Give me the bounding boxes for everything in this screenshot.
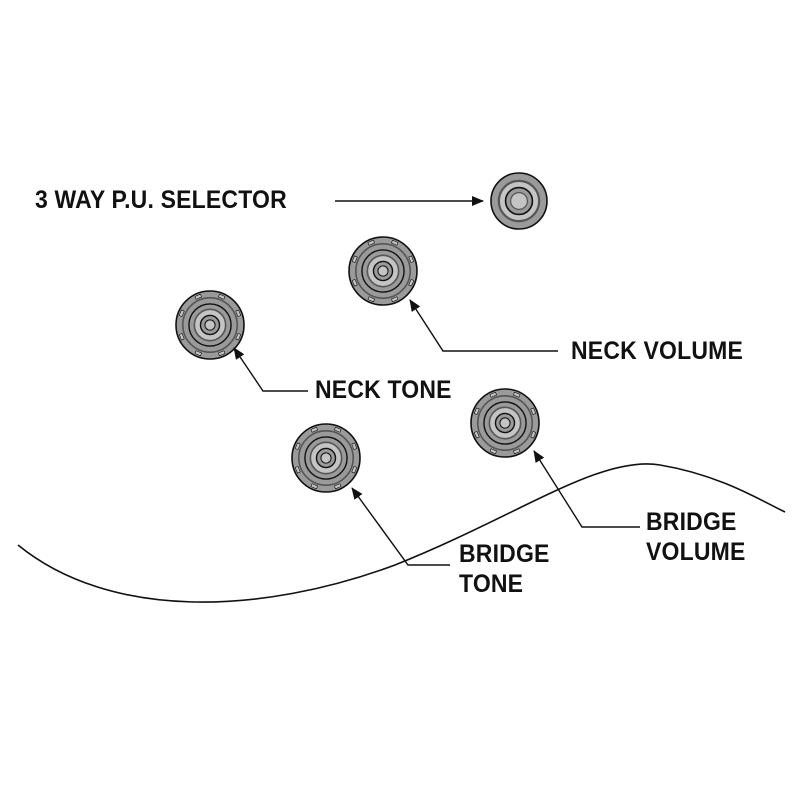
bridge-volume-leader	[533, 450, 640, 528]
neck-volume-leader	[409, 299, 558, 352]
selector-selector-switch-icon	[490, 172, 548, 230]
neck-tone-knob-icon	[175, 290, 245, 360]
guitar-body-outline	[17, 463, 786, 603]
neck-volume-label: NECK VOLUME	[571, 337, 743, 365]
bridge-volume-label-line1: BRIDGE	[646, 508, 737, 536]
bridge-volume-label: BRIDGE VOLUME	[646, 507, 746, 567]
bridge-tone-leader	[351, 487, 450, 566]
bridge-volume-knob-icon	[470, 388, 540, 458]
bridge-tone-knob-icon	[291, 423, 361, 493]
neck-volume-knob-icon	[348, 236, 418, 306]
bridge-tone-label: BRIDGE TONE	[459, 539, 550, 599]
bridge-tone-label-line1: BRIDGE	[459, 540, 550, 568]
neck-tone-label: NECK TONE	[315, 376, 452, 404]
neck-tone-leader	[233, 347, 308, 392]
bridge-tone-label-line2: TONE	[459, 570, 524, 598]
bridge-volume-label-line2: VOLUME	[646, 538, 746, 566]
selector-label: 3 WAY P.U. SELECTOR	[35, 186, 287, 214]
